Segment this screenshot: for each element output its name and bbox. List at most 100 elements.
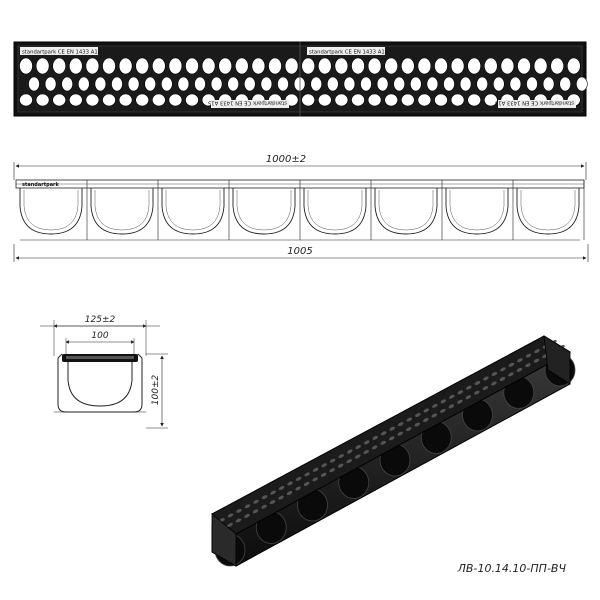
grate-slot — [261, 504, 267, 509]
grate-slot — [449, 394, 455, 399]
grate-slot — [450, 57, 465, 75]
grate-slot-pattern — [19, 57, 588, 107]
grate-slot — [423, 408, 430, 413]
grate-slot — [343, 76, 356, 92]
grate-slot — [286, 491, 293, 496]
inner-dimension-label: 100 — [91, 331, 108, 341]
grate-slot — [372, 435, 378, 440]
grate-slot — [346, 459, 352, 464]
grate-slot — [457, 390, 464, 395]
grate-slot — [508, 362, 515, 367]
grate-slot — [393, 76, 406, 92]
grate-slot — [363, 440, 370, 445]
grate-slot — [317, 57, 332, 75]
grate-slot — [326, 76, 339, 92]
grate-slot — [19, 57, 33, 75]
channel-bowl — [19, 188, 83, 235]
grate-slot — [467, 57, 482, 75]
grate-slot — [467, 93, 482, 107]
grate-slot — [476, 76, 489, 92]
grate-slot — [329, 468, 335, 473]
channel-bowl — [374, 188, 438, 235]
channel-bowl-inner — [94, 190, 150, 231]
grate-slot — [235, 57, 249, 75]
grate-slot — [443, 76, 455, 92]
grate-slot — [431, 413, 438, 418]
grate-slot — [135, 93, 149, 107]
grate-slot — [363, 449, 369, 454]
grate-slot — [269, 500, 276, 505]
grate-slot — [210, 76, 223, 92]
grate-slot — [35, 93, 50, 107]
grate-slot — [360, 76, 372, 92]
grate-marking-2: standartpark CE EN 1433 A15 — [208, 100, 289, 108]
isometric-grate-slots — [219, 340, 565, 527]
grate-slot — [483, 93, 498, 107]
grate-slot — [491, 381, 497, 386]
channel-bowl-inner — [378, 190, 434, 231]
grate-slot — [52, 57, 67, 75]
grate-slot — [78, 76, 90, 92]
grate-slot — [482, 386, 489, 391]
grate-slot — [201, 57, 216, 75]
grate-slot — [525, 363, 531, 368]
grate-slot — [287, 481, 293, 486]
grate-slot — [376, 76, 389, 92]
cross-section-view: 125±2 100 100±2 — [40, 315, 168, 429]
grate-slot — [111, 76, 123, 92]
grate-slot — [384, 93, 399, 107]
grate-slot — [268, 57, 282, 75]
grate-slot — [414, 422, 421, 427]
channel-bowl-inner — [165, 190, 221, 231]
grate-slot — [177, 76, 190, 92]
grate-slot — [465, 395, 472, 400]
channel-bowl-inner — [520, 190, 576, 231]
grate-slot — [434, 57, 448, 75]
grate-slot — [295, 486, 301, 491]
side-brand-tag: standartpark — [22, 182, 60, 188]
grate-slot — [85, 93, 100, 107]
grate-slot — [492, 76, 505, 92]
grate-slot — [423, 418, 429, 423]
side-view: 1000±2 standartpark 1005 — [13, 154, 589, 262]
grate-slot — [317, 93, 332, 107]
grate-slot — [533, 57, 548, 75]
grate-slot — [69, 93, 83, 107]
grate-slot — [94, 76, 107, 92]
grate-slot — [168, 93, 183, 107]
grate-slot — [550, 57, 565, 75]
grate-slot — [301, 93, 316, 107]
grate-slot — [227, 513, 234, 518]
channel-bowl — [232, 188, 296, 235]
grate-slot — [566, 57, 581, 75]
grate-slot — [278, 495, 284, 500]
grate-marking-text-1b: standartpark CE EN 1433 A15 — [309, 50, 388, 56]
channel-bowl — [90, 188, 154, 235]
grate-slot — [499, 376, 506, 381]
grate-slot — [406, 417, 413, 422]
grate-slot — [400, 57, 415, 75]
grate-slot — [252, 509, 259, 514]
grate-slot — [135, 57, 149, 75]
channel-bowl — [445, 188, 509, 235]
grate-slot — [253, 499, 259, 504]
grate-slot — [516, 367, 523, 372]
grate-slot — [152, 93, 166, 107]
grate-slot — [434, 93, 448, 107]
grate-slot — [244, 504, 251, 509]
grate-slot — [417, 57, 432, 75]
grate-slot — [398, 422, 404, 427]
channel-bowl-inner — [307, 190, 363, 231]
grate-slot — [227, 523, 233, 527]
grate-slot — [380, 440, 386, 445]
grate-slot — [400, 93, 415, 107]
grate-slot — [118, 57, 133, 75]
grate-slot — [278, 486, 285, 491]
grate-slot — [337, 463, 344, 468]
channel-bowl-ribs — [214, 353, 576, 567]
grate-slot — [371, 445, 378, 450]
grate-slot — [354, 454, 361, 459]
grate-slot — [161, 76, 173, 92]
section-body-outline — [57, 358, 143, 413]
grate-marking-text-2b: standartpark CE EN 1433 A15 — [495, 100, 574, 106]
